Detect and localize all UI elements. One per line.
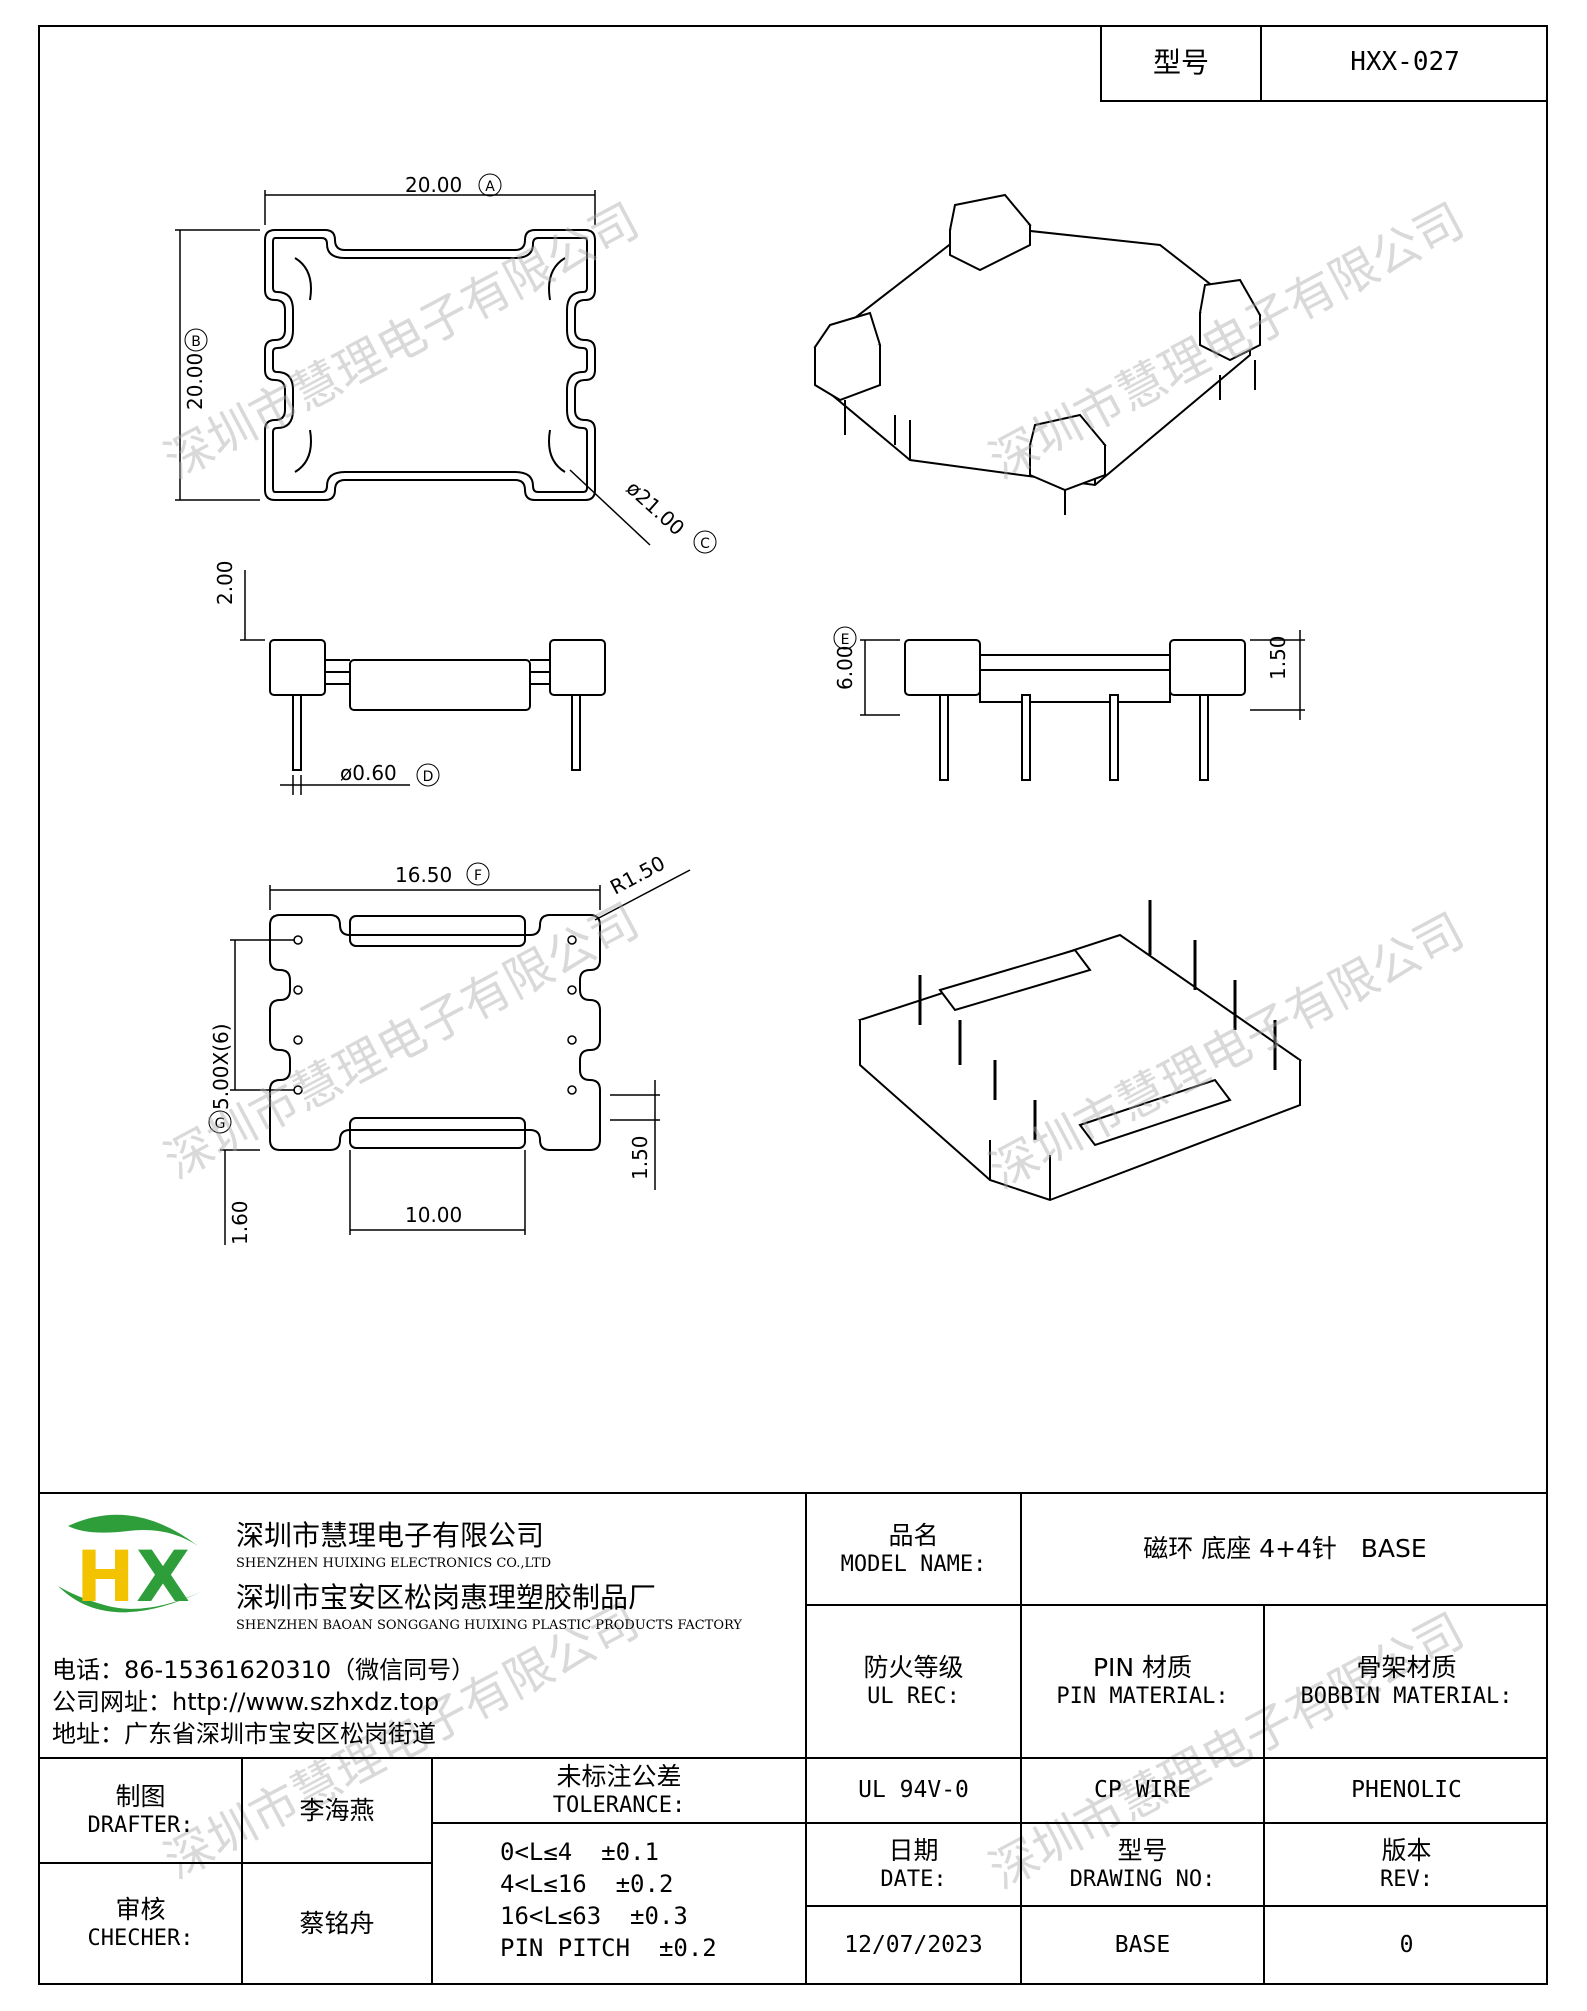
dim-corner-radius: R1.50 <box>606 851 669 900</box>
dim-pitch: 5.00X(6) <box>209 1023 233 1110</box>
model-header-label: 型号 <box>1102 25 1262 100</box>
dim-side-height-right-tag: E <box>841 632 850 648</box>
dim-top-width: 20.00 <box>405 173 462 197</box>
rev-label: 版本 REV: <box>1265 1824 1548 1905</box>
dim-bottom-left-step: 1.60 <box>228 1200 252 1245</box>
drafter-label-en: DRAFTER: <box>87 1813 194 1839</box>
checker-label: 审核 CHECHER: <box>40 1864 241 1983</box>
tolerance-label-cn: 未标注公差 <box>556 1762 682 1792</box>
pin-material-label-cn: PIN 材质 <box>1092 1653 1193 1683</box>
pin-material-label-en: PIN MATERIAL: <box>1056 1684 1229 1710</box>
dim-bottom-width: 16.50 <box>395 863 452 887</box>
dim-bottom-right-step: 1.50 <box>628 1135 652 1180</box>
drawing-no-label: 型号 DRAWING NO: <box>1022 1824 1263 1905</box>
date-label-en: DATE: <box>880 1867 947 1893</box>
grid-h-drafter-row <box>38 1862 431 1864</box>
side-view-right: 6.00 E 1.50 <box>833 626 1305 781</box>
model-name-label-en: MODEL NAME: <box>840 1551 987 1577</box>
checker-label-en: CHECHER: <box>87 1926 194 1952</box>
bobbin-material-label-en: BOBBIN MATERIAL: <box>1300 1684 1513 1710</box>
tolerance-row-3: 16<L≤63 ±0.3 <box>500 1902 688 1930</box>
pin-material-value: CP WIRE <box>1094 1777 1191 1804</box>
dim-side-height-right: 6.00 <box>833 645 857 690</box>
model-header-value: HXX-027 <box>1350 47 1460 78</box>
model-name-label-cn: 品名 <box>888 1520 939 1550</box>
company-website: 公司网址：http://www.szhxdz.top <box>52 1688 440 1716</box>
company-name-cn: 深圳市慧理电子有限公司 <box>236 1519 545 1552</box>
dim-bottom-width-tag: F <box>474 868 482 884</box>
drafter-label: 制图 DRAFTER: <box>40 1759 241 1862</box>
bobbin-material-label-cn: 骨架材质 <box>1356 1653 1457 1683</box>
tolerance-row-2: 4<L≤16 ±0.2 <box>500 1870 674 1898</box>
top-view-outline <box>264 229 596 501</box>
dim-pitch-tag: G <box>215 1116 226 1132</box>
tolerance-label-en: TOLERANCE: <box>552 1793 686 1819</box>
logo-letter-h: H <box>76 1536 135 1618</box>
drawing-frame <box>38 25 1548 1985</box>
drawing-no-label-cn: 型号 <box>1117 1836 1168 1866</box>
grid-h-tolerance-head <box>431 1822 805 1824</box>
pin-material-label: PIN 材质 PIN MATERIAL: <box>1022 1606 1263 1757</box>
dim-pin-diameter-tag: D <box>423 769 434 785</box>
tolerance-row-1: 0<L≤4 ±0.1 <box>500 1838 659 1866</box>
iso-view-top <box>813 193 1262 515</box>
factory-name-cn: 深圳市宝安区松岗惠理塑胶制品厂 <box>236 1581 657 1614</box>
dim-bottom-inner: 10.00 <box>405 1203 462 1227</box>
company-logo: H X <box>58 1514 203 1618</box>
company-info: H X 深圳市慧理电子有限公司 SHENZHEN HUIXING ELECTRO… <box>40 1494 805 1757</box>
date-value: 12/07/2023 <box>844 1931 983 1958</box>
dim-side-height-left: 2.00 <box>213 560 237 605</box>
model-header-box: 型号 HXX-027 <box>1100 25 1548 102</box>
ul-rec-label-en: UL REC: <box>867 1684 960 1710</box>
ul-rec-label: 防火等级 UL REC: <box>807 1606 1020 1757</box>
dim-pin-diameter: ø0.60 <box>340 761 397 785</box>
grid-v-col3 <box>1263 1604 1265 1983</box>
bobbin-material-label: 骨架材质 BOBBIN MATERIAL: <box>1265 1606 1548 1757</box>
company-address: 地址：广东省深圳市宝安区松岗街道 <box>52 1720 436 1748</box>
grid-v-tolerance <box>431 1757 433 1983</box>
bobbin-material-value: PHENOLIC <box>1351 1777 1462 1804</box>
rev-label-cn: 版本 <box>1381 1836 1432 1866</box>
grid-h-company-bottom <box>38 1757 1548 1759</box>
dim-diameter: ø21.00 <box>622 476 690 540</box>
grid-v-col2 <box>1020 1494 1022 1983</box>
dim-top-height: 20.00 <box>183 353 207 410</box>
date-label-cn: 日期 <box>888 1836 939 1866</box>
bottom-view-drawing: 16.50 F R1.50 5.00X(6) G 10.00 1.50 1.60 <box>208 851 691 1245</box>
grid-v-company-right <box>805 1494 807 1983</box>
model-name-label: 品名 MODEL NAME: <box>807 1494 1020 1604</box>
checker-value: 蔡铭舟 <box>299 1908 375 1938</box>
drawing-no-label-en: DRAWING NO: <box>1069 1867 1216 1893</box>
iso-view-bottom <box>857 900 1303 1202</box>
drawing-no-value: BASE <box>1114 1931 1171 1958</box>
dim-diameter-tag: C <box>700 536 710 552</box>
grid-h-model-name <box>805 1604 1548 1606</box>
tolerance-list: 0<L≤4 ±0.1 4<L≤16 ±0.2 16<L≤63 ±0.3 PIN … <box>500 1836 800 1964</box>
grid-h-ul-row <box>805 1822 1548 1824</box>
checker-label-cn: 审核 <box>115 1895 166 1925</box>
dim-top-height-tag: B <box>191 334 201 350</box>
top-view-drawing: 20.00 A 20.00 B ø21.00 C <box>175 173 717 554</box>
drafter-value: 李海燕 <box>299 1795 375 1825</box>
title-block-top-rule <box>38 1492 1548 1494</box>
drafter-label-cn: 制图 <box>115 1782 166 1812</box>
dim-top-width-tag: A <box>485 179 495 195</box>
rev-value: 0 <box>1399 1931 1414 1958</box>
logo-letter-x: X <box>136 1536 190 1618</box>
tolerance-row-4: PIN PITCH ±0.2 <box>500 1934 717 1962</box>
grid-h-date-row <box>805 1905 1548 1907</box>
date-label: 日期 DATE: <box>807 1824 1020 1905</box>
tolerance-label: 未标注公差 TOLERANCE: <box>433 1759 805 1822</box>
ul-rec-value: UL 94V-0 <box>858 1777 969 1804</box>
company-name-en: SHENZHEN HUIXING ELECTRONICS CO.,LTD <box>236 1556 552 1571</box>
factory-name-en: SHENZHEN BAOAN SONGGANG HUIXING PLASTIC … <box>236 1618 742 1633</box>
ul-rec-label-cn: 防火等级 <box>863 1653 964 1683</box>
rev-label-en: REV: <box>1380 1867 1433 1893</box>
grid-v-drafter-label <box>241 1757 243 1983</box>
side-view-left: 2.00 ø0.60 D <box>213 560 606 795</box>
company-phone: 电话：86-15361620310（微信同号） <box>52 1656 476 1684</box>
model-name-value: 磁环 底座 4+4针 BASE <box>1143 1534 1427 1564</box>
dim-side-step-right: 1.50 <box>1266 635 1290 680</box>
